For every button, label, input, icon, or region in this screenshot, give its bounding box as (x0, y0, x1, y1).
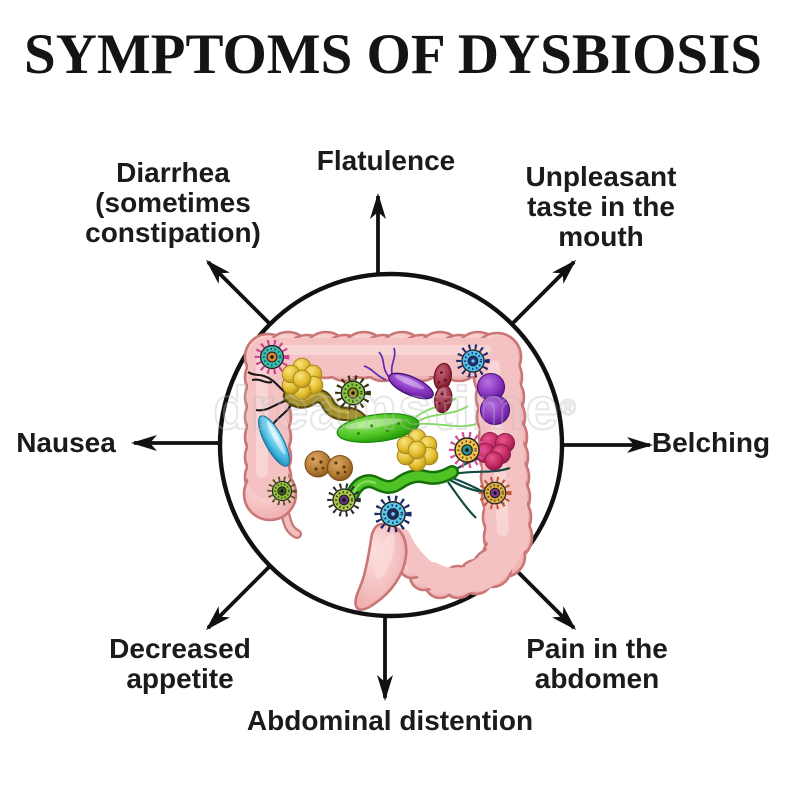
microbes (247, 339, 515, 533)
arrow-top-right (510, 259, 577, 326)
arrow-group (131, 193, 653, 701)
symptom-label-abdominal-distention: Abdominal distention (246, 705, 534, 736)
virus-icon (254, 339, 290, 375)
symptom-label-decreased-appetite: Decreased appetite (109, 633, 251, 694)
bacillus-cyan-icon (258, 415, 290, 467)
virus-icon (327, 483, 361, 517)
virus-icon (478, 476, 512, 510)
virus-icon (335, 375, 371, 411)
symptom-label-belching: Belching (651, 427, 771, 458)
staphylococcus-yellow-icon (396, 428, 439, 472)
symptom-label-unpleasant-taste: Unpleasant taste in the mouth (525, 161, 677, 252)
symptom-label-diarrhea: Diarrhea (sometimes constipation) (85, 157, 261, 248)
arrow-bottom-right (510, 564, 577, 631)
diplococcus-purple-icon (476, 372, 511, 426)
symptom-label-nausea: Nausea (16, 427, 116, 458)
staphylococcus-yellow-icon (281, 357, 324, 401)
arrow-top-left (205, 259, 272, 326)
bacillus-olive-icon (247, 361, 374, 433)
symptom-label-pain-abdomen: Pain in the abdomen (526, 633, 668, 694)
symptom-label-flatulence: Flatulence (316, 145, 456, 176)
arrow-bottom-left (205, 564, 272, 631)
virus-icon (448, 431, 486, 469)
virus-icon (456, 344, 490, 378)
page-title: SYMPTOMS OF DYSBIOSIS (24, 23, 762, 86)
bacterium-purple-flagellate-icon (363, 347, 434, 400)
virus-icon (374, 495, 412, 533)
cocci-pink-cluster-icon (475, 432, 515, 471)
diplobacillus-maroon-icon (433, 362, 453, 414)
cocci-brown-spotted-icon (304, 450, 353, 481)
virus-icon (267, 476, 297, 506)
